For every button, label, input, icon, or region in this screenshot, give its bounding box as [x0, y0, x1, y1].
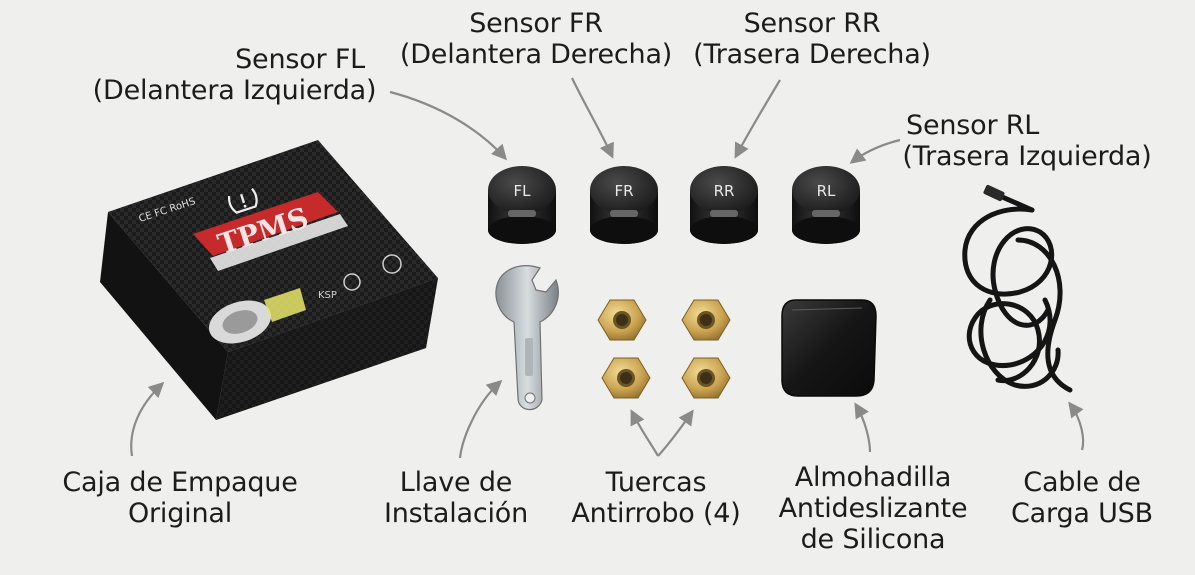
nuts-caption-line-1: Tuercas: [605, 467, 707, 498]
pad-caption-line-3: de Silicona: [800, 524, 946, 555]
sensor-rl-title: Sensor RL: [906, 110, 1040, 141]
sensor-fl: [488, 166, 556, 244]
pad-caption-line-2: Antideslizante: [778, 493, 968, 524]
sensor-fr-label: Sensor FR (Delantera Derecha): [395, 8, 677, 70]
sensor-rr-label: Sensor RR (Trasera Derecha): [686, 8, 938, 70]
sensor-rl-label: Sensor RL (Trasera Izquierda): [898, 110, 1156, 172]
nuts-caption-line-2: Antirrobo (4): [571, 498, 741, 529]
wrench-caption: Llave de Instalación: [372, 467, 540, 529]
usb-cable: [962, 193, 1073, 393]
wrench: [495, 265, 559, 411]
sensor-fl-label: Sensor FL (Delantera Izquierda): [82, 44, 387, 106]
sensor-rl: [792, 166, 860, 244]
nuts-caption: Tuercas Antirrobo (4): [556, 467, 756, 529]
sensor-fl-title: Sensor FL: [235, 44, 365, 75]
wrench-caption-line-1: Llave de: [399, 467, 513, 498]
tire-graphic: [208, 288, 306, 344]
box-caption-line-2: Original: [127, 498, 233, 529]
sensor-fl-detail: (Delantera Izquierda): [92, 75, 377, 106]
packaging-box: TPMS CE FC RoHS KSP: [100, 140, 438, 420]
box-caption-line-1: Caja de Empaque: [62, 467, 298, 498]
pad-caption: Almohadilla Antideslizante de Silicona: [766, 462, 980, 555]
usb-connector: [983, 184, 1005, 202]
pad-caption-line-1: Almohadilla: [794, 462, 952, 493]
sensor-fr: [590, 166, 658, 244]
sensor-fr-detail: (Delantera Derecha): [399, 39, 673, 70]
svg-text:KSP: KSP: [318, 290, 337, 301]
sensor-rr: [690, 166, 758, 244]
sensor-rl-code: RL: [817, 182, 836, 200]
sensor-rr-code: RR: [714, 182, 735, 200]
cable-caption-line-1: Cable de: [1023, 467, 1141, 498]
sensor-rr-title: Sensor RR: [743, 8, 881, 39]
sensor-fr-code: FR: [614, 182, 633, 200]
box-caption: Caja de Empaque Original: [40, 467, 320, 529]
sensor-rl-detail: (Trasera Izquierda): [902, 141, 1152, 172]
anti-theft-nuts: [597, 299, 731, 399]
silicone-pad: [781, 299, 877, 397]
wrench-caption-line-2: Instalación: [383, 498, 529, 529]
cable-caption-line-2: Carga USB: [1011, 498, 1153, 529]
callout-arrows: [130, 77, 1085, 459]
sensor-fl-code: FL: [514, 182, 532, 200]
sensor-fr-title: Sensor FR: [469, 8, 603, 39]
sensor-rr-detail: (Trasera Derecha): [693, 39, 931, 70]
cable-caption: Cable de Carga USB: [994, 467, 1170, 529]
tpms-warning-icon: [227, 187, 258, 214]
